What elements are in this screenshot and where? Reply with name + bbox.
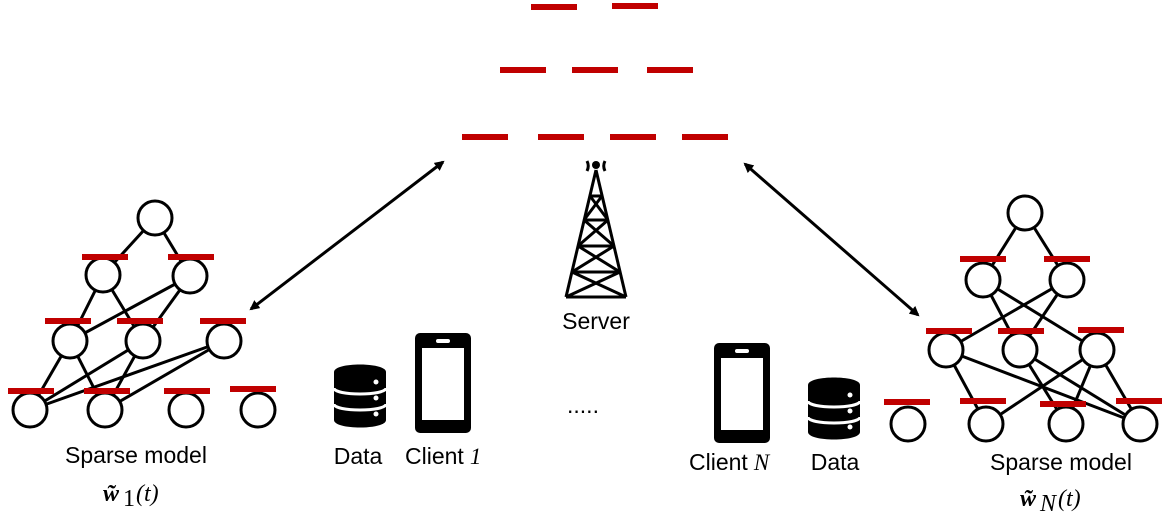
weight-subscript: N <box>1039 491 1058 517</box>
weight-symbol: w̃ <box>1020 486 1037 512</box>
client-n-sparse-network <box>884 194 1162 443</box>
network-node <box>889 405 927 443</box>
network-node <box>927 331 965 369</box>
weight-symbol: w̃ <box>103 481 120 507</box>
server-mask-bar <box>682 134 728 140</box>
server-mask-bar <box>610 134 656 140</box>
mask-bar <box>82 254 128 260</box>
network-node <box>1006 194 1044 232</box>
mask-bar <box>8 388 54 394</box>
mask-bar <box>960 256 1006 262</box>
server-mask-bar <box>572 67 618 73</box>
network-node <box>84 256 122 294</box>
tower-icon <box>564 160 628 299</box>
network-node <box>205 322 243 360</box>
data-label-right: Data <box>811 449 860 475</box>
network-node <box>51 322 89 360</box>
ellipsis: ..... <box>567 392 599 418</box>
client-index: N <box>753 450 771 475</box>
bidirectional-arrow-icon <box>249 160 445 311</box>
mask-bar <box>45 318 91 324</box>
network-node <box>1048 261 1086 299</box>
mask-bar <box>84 388 130 394</box>
network-node <box>1078 331 1116 369</box>
client-word: Client <box>405 443 464 469</box>
weight-argument: (t) <box>136 481 159 507</box>
network-node <box>11 391 49 429</box>
weight-argument: (t) <box>1058 486 1081 512</box>
mask-bar <box>1044 256 1090 262</box>
mask-bar <box>1040 401 1086 407</box>
mask-bar <box>926 328 972 334</box>
server-mask-bar <box>612 3 658 9</box>
mask-bar <box>960 398 1006 404</box>
sparse-model-label-left: Sparse model <box>65 442 207 468</box>
database-icon <box>806 377 862 440</box>
mask-bar <box>164 388 210 394</box>
data-label-left: Data <box>334 443 383 469</box>
mask-bar <box>1078 327 1124 333</box>
mask-bar <box>998 328 1044 334</box>
server-mask-bars <box>462 3 728 140</box>
weight-label-right: w̃ N (t) <box>1020 486 1081 517</box>
server-mask-bar <box>647 67 693 73</box>
client-word: Client <box>689 449 748 475</box>
server-mask-bar <box>462 134 508 140</box>
server-label: Server <box>562 308 630 334</box>
mask-bar <box>1116 398 1162 404</box>
network-node <box>239 391 277 429</box>
smartphone-icon <box>714 343 770 443</box>
network-node <box>967 405 1005 443</box>
network-node <box>136 199 174 237</box>
server-mask-bar <box>500 67 546 73</box>
smartphone-icon <box>415 333 471 433</box>
database-icon <box>332 364 388 428</box>
network-node <box>1047 405 1085 443</box>
mask-bar <box>168 254 214 260</box>
network-node <box>124 322 162 360</box>
network-node <box>1121 405 1159 443</box>
network-node <box>167 391 205 429</box>
sparse-model-label-right: Sparse model <box>990 449 1132 475</box>
mask-bar <box>884 399 930 405</box>
client-index: 1 <box>470 444 482 469</box>
server-mask-bar <box>538 134 584 140</box>
mask-bar <box>200 318 246 324</box>
network-node <box>171 257 209 295</box>
weight-subscript: 1 <box>123 486 135 512</box>
network-node <box>964 261 1002 299</box>
client-1-sparse-network <box>8 199 277 429</box>
mask-bar <box>230 386 276 392</box>
weight-label-left: w̃ 1 (t) <box>103 481 159 512</box>
server-mask-bar <box>531 4 577 10</box>
network-node <box>1001 331 1039 369</box>
network-node <box>86 391 124 429</box>
bidirectional-arrow-icon <box>743 162 920 317</box>
mask-bar <box>117 318 163 324</box>
